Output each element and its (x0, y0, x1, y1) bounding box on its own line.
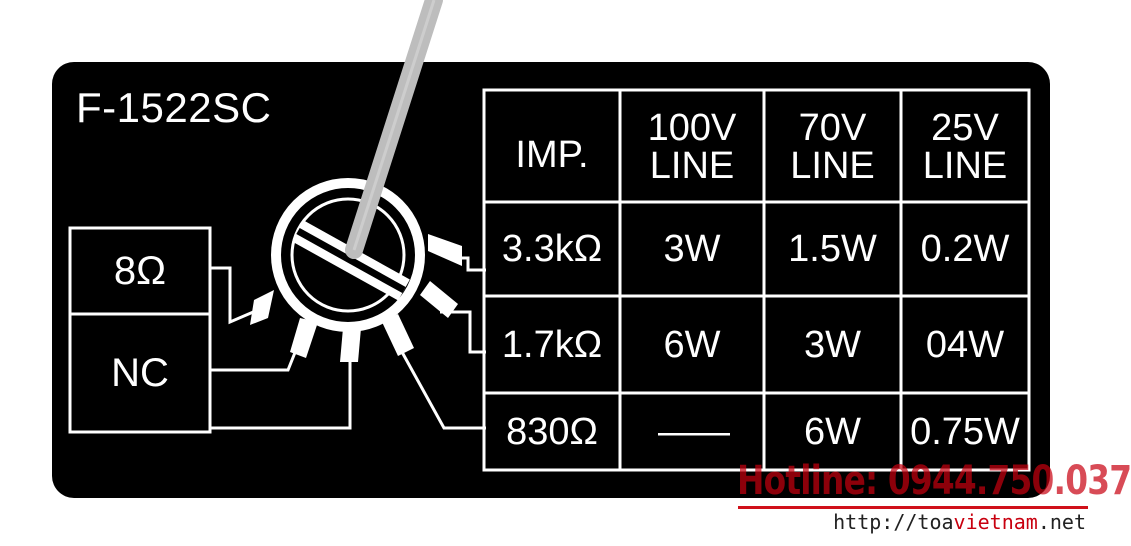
cell-imp-row3: 830Ω (506, 410, 598, 453)
option-box-nc (68, 312, 212, 434)
url-accent: vietnam (953, 510, 1038, 534)
header-imp: IMP. (515, 134, 589, 176)
terminal-pin (428, 234, 462, 266)
url-suffix: .net (1037, 510, 1086, 534)
cell-25v-row3: 0.75W (910, 410, 1020, 453)
wire-1.7k (440, 310, 486, 354)
cell-25v-row2: 04W (925, 323, 1005, 366)
cell-70v-row3: 6W (804, 410, 861, 453)
option-nc-label: NC (111, 351, 169, 395)
rotary-switch-outer (271, 178, 425, 332)
model-number: F-1522SC (76, 84, 272, 131)
wire-8ohm (210, 266, 259, 325)
website-link[interactable]: http://toavietnam.net (0, 510, 1086, 534)
cell-100v-row3: —— (658, 410, 730, 453)
hotline-watermark: Hotline: 0944.750.037 (737, 458, 1131, 504)
cell-imp-row2: 1.7kΩ (501, 323, 603, 366)
rotary-switch-slot (292, 220, 410, 301)
watermark-underline (738, 506, 1088, 509)
spec-table-grid (482, 88, 1031, 472)
option-8ohm-label: 8Ω (113, 249, 167, 293)
cell-100v-row2: 6W (663, 323, 721, 366)
header-70v: 70V LINE (790, 107, 875, 187)
terminal-pin (290, 318, 318, 358)
header-100v: 100V LINE (647, 107, 737, 187)
terminal-pin (382, 314, 414, 356)
wire-nc-1 (210, 339, 302, 372)
label-panel (52, 62, 1050, 498)
terminal-pin (420, 281, 458, 318)
wire-830 (400, 351, 486, 430)
terminal-pin (250, 290, 274, 325)
header-25v: 25V LINE (922, 107, 1008, 187)
cell-25v-row1: 0.2W (920, 228, 1010, 270)
wiring-diagram (68, 0, 1031, 472)
selector-terminals (250, 234, 462, 362)
url-prefix: http://toa (833, 510, 954, 534)
cell-imp-row1: 3.3kΩ (501, 228, 603, 270)
terminal-pin (340, 328, 361, 362)
cell-70v-row1: 1.5W (788, 228, 877, 270)
wire-nc-2 (210, 352, 352, 430)
screwdriver-icon (345, 0, 443, 259)
cell-100v-row1: 3W (663, 228, 721, 270)
cell-70v-row2: 3W (804, 323, 861, 366)
